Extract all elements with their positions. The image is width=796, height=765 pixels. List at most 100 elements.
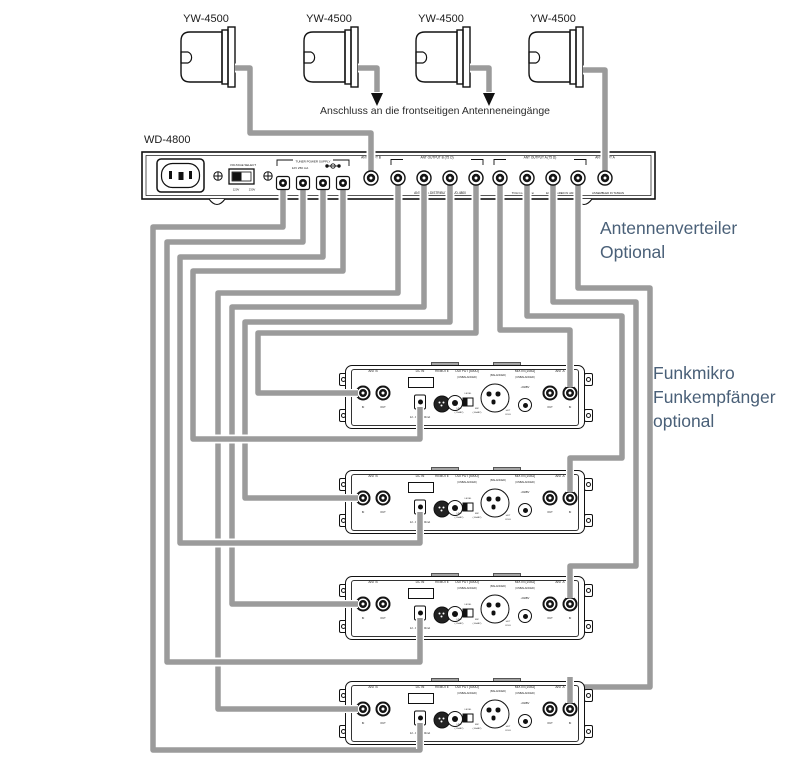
ac-inlet	[156, 158, 205, 193]
output-balanced-xlr	[480, 488, 510, 518]
mic-label: MIC	[474, 619, 480, 621]
wireless-receiver-4: ANT B DC IN REMOTE OUTPUT (600Ω) (UNBALA…	[339, 678, 593, 745]
in-label: IN	[568, 617, 572, 620]
ant-b-out-connector	[375, 701, 391, 717]
unbalanced-label: (UNBALANCED)	[457, 376, 477, 379]
voltage-select-switch	[228, 168, 255, 185]
mix-in-label: MIX IN (10kΩ)	[514, 580, 536, 584]
antenna-label-3: YW-4500	[418, 13, 464, 25]
line-db-label: (-20dBV)	[454, 623, 464, 625]
unbalanced-label: (UNBALANCED)	[515, 481, 535, 484]
mix-level-label: -20dBV	[520, 491, 530, 494]
out-label: OUT	[380, 617, 386, 620]
hot-label: HOT	[505, 621, 511, 623]
cold-label: COLD	[504, 625, 512, 627]
ant-a-label: ANT A	[555, 369, 565, 373]
rack-ear	[584, 620, 593, 633]
ant-a-in-connector	[562, 490, 578, 506]
mix-in-jack	[518, 609, 532, 623]
dc-plate	[408, 588, 434, 599]
ant-a-in-connector	[562, 596, 578, 612]
mic-db-label: (-60dBV)	[472, 412, 482, 414]
antenna-label-1: YW-4500	[183, 13, 229, 25]
mic-label: MIC	[474, 408, 480, 410]
balanced-label: (BALANCED)	[490, 690, 506, 693]
rack-ear	[584, 409, 593, 422]
front-connection-note: Anschluss an die frontseitigen Antennene…	[320, 105, 551, 117]
remote-label: REMOTE	[435, 685, 449, 689]
panel-bottom-name: ANTENNA DISTRIBUTOR WD-4800	[414, 191, 466, 195]
annotation-line: optional	[653, 411, 715, 431]
annotation-line: Funkmikro	[653, 363, 735, 383]
hot-label: HOT	[505, 726, 511, 728]
ant-b-in-connector	[355, 385, 371, 401]
unbalanced-label: (UNBALANCED)	[515, 376, 535, 379]
tuner-power-bracket	[276, 159, 350, 166]
rack-ear	[584, 514, 593, 527]
in-label: IN	[568, 722, 572, 725]
out-label: OUT	[547, 722, 553, 725]
ant-a-in-connector	[562, 701, 578, 717]
ant-output-a-bracket	[493, 159, 587, 165]
tuner-power-jacks	[275, 175, 351, 191]
ant-a-in-connector	[562, 385, 578, 401]
out-label: OUT	[547, 511, 553, 514]
unbalanced-label: (UNBALANCED)	[515, 692, 535, 695]
line-db-label: (-20dBV)	[454, 412, 464, 414]
level-label: LEVEL	[464, 498, 472, 500]
receiver-inner-panel	[351, 684, 579, 742]
dc-in-jack	[414, 499, 426, 515]
panel-foot-left	[208, 198, 226, 206]
mic-db-label: (-60dBV)	[472, 728, 482, 730]
dc-plate	[408, 482, 434, 493]
unbalanced-label: (UNBALANCED)	[457, 587, 477, 590]
power-rating-label: 12V 250 mA	[292, 166, 309, 170]
annotation-line: Funkempfänger	[653, 387, 776, 407]
cold-label: COLD	[504, 414, 512, 416]
ant-b-in-connector	[355, 596, 371, 612]
ant-a-label: ANT A	[555, 685, 565, 689]
output-label: OUTPUT (600Ω)	[455, 580, 479, 584]
output-balanced-xlr	[480, 594, 510, 624]
output-balanced-xlr	[480, 383, 510, 413]
ant-a-out-connector	[542, 701, 558, 717]
ant-b-out-connector	[375, 596, 391, 612]
dc-in-jack	[414, 605, 426, 621]
level-label: LEVEL	[464, 709, 472, 711]
ant-b-in-connector	[355, 701, 371, 717]
line-db-label: (-20dBV)	[454, 517, 464, 519]
ant-b-in-connector	[355, 490, 371, 506]
screw-icon	[213, 171, 273, 181]
output-balanced-xlr	[480, 699, 510, 729]
ant-output-b-label: ANT OUTPUT B (75 Ω)	[420, 156, 453, 160]
distributor-annotation: Antennenverteiler Optional	[600, 216, 737, 264]
antenna-cables	[235, 63, 610, 175]
antenna-label-2: YW-4500	[306, 13, 352, 25]
annotation-line: Optional	[600, 242, 666, 262]
dc-plate	[408, 377, 434, 388]
mix-level-label: -20dBV	[520, 702, 530, 705]
out-label: OUT	[547, 617, 553, 620]
power-cables	[148, 186, 425, 755]
panel-bnc-jacks	[363, 170, 613, 186]
balanced-label: (BALANCED)	[490, 479, 506, 482]
dc-rating-label: 12 - 15V 2500mA	[409, 732, 431, 735]
in-label: IN	[361, 722, 365, 725]
level-label: LEVEL	[464, 604, 472, 606]
balanced-label: (BALANCED)	[490, 585, 506, 588]
line-label: LINE	[456, 513, 462, 515]
rack-ear	[584, 478, 593, 491]
remote-label: REMOTE	[435, 474, 449, 478]
mix-in-label: MIX IN (10kΩ)	[514, 474, 536, 478]
ant-a-out-connector	[542, 490, 558, 506]
receiver-annotation: Funkmikro Funkempfänger optional	[653, 361, 776, 433]
hot-label: HOT	[505, 515, 511, 517]
dc-in-jack	[414, 394, 426, 410]
rack-ear	[584, 725, 593, 738]
in-label: IN	[568, 511, 572, 514]
receiver-inner-panel	[351, 473, 579, 531]
mix-in-jack	[518, 714, 532, 728]
output-label: OUTPUT (600Ω)	[455, 369, 479, 373]
engineered-label: ENGINEERED IN JAPAN	[546, 191, 578, 195]
rack-ear	[584, 373, 593, 386]
